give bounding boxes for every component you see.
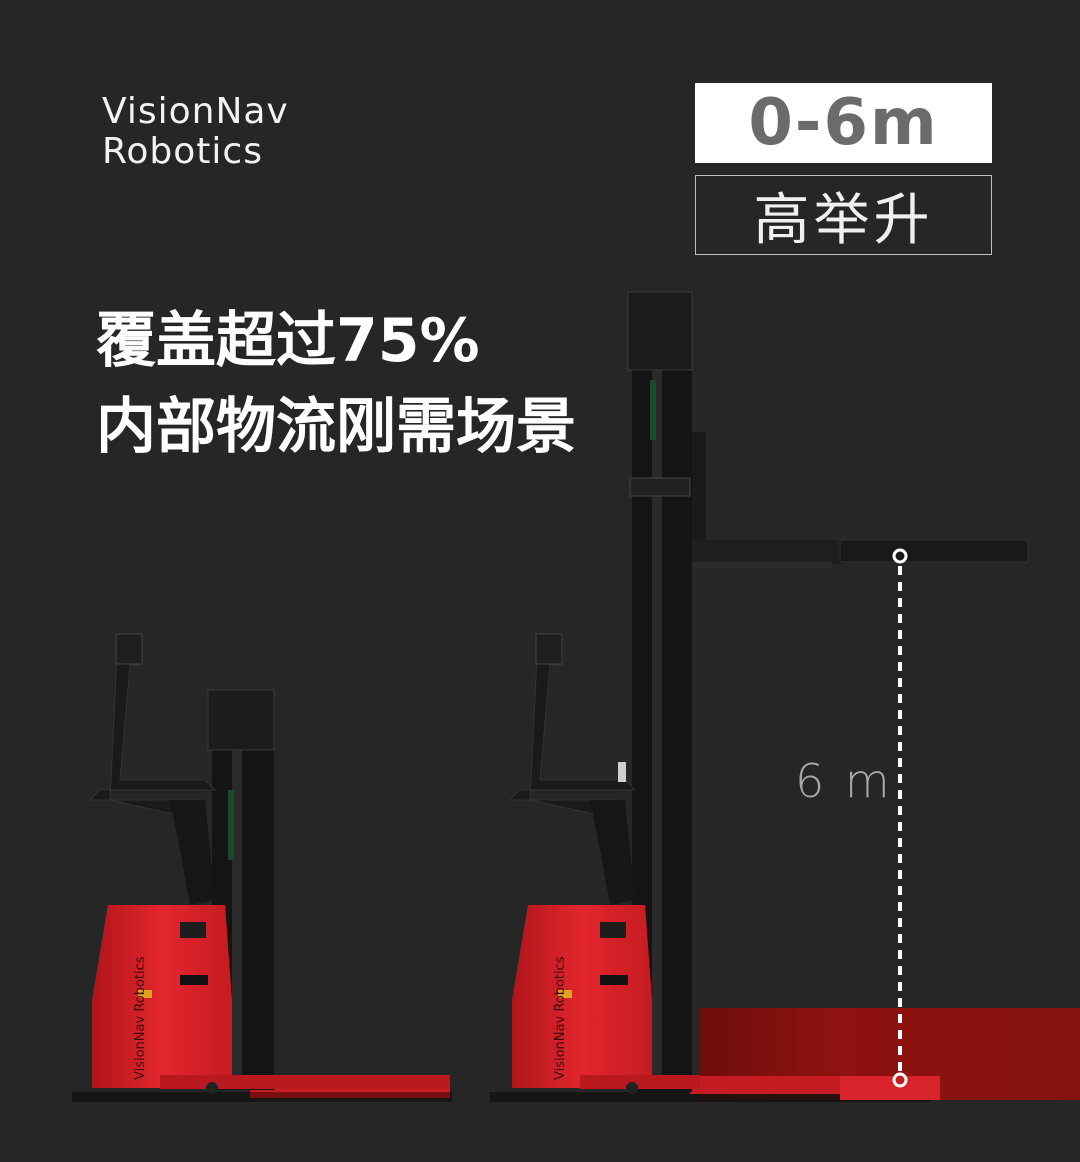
headline-line-1: 覆盖超过75% <box>96 306 480 376</box>
vehicle-raised-body-text: VisionNav Robotics <box>553 956 568 1080</box>
height-label: 6 m <box>795 754 893 808</box>
headline: 覆盖超过75% 内部物流刚需场景 <box>96 298 576 470</box>
height-measurement <box>892 548 908 1088</box>
brand-logo: VisionNav Robotics <box>102 92 289 172</box>
lift-type-label: 高举升 <box>695 175 992 255</box>
lift-range-badge: 0-6m <box>695 83 992 163</box>
logo-line-1: VisionNav <box>102 91 289 132</box>
forklift-raised: VisionNav Robotics <box>490 291 1029 1102</box>
forklift-lowered: VisionNav Robotics <box>72 633 452 1102</box>
headline-line-2: 内部物流刚需场景 <box>96 392 576 462</box>
vehicle-lowered-body-text: VisionNav Robotics <box>133 956 148 1080</box>
logo-line-2: Robotics <box>102 131 263 172</box>
